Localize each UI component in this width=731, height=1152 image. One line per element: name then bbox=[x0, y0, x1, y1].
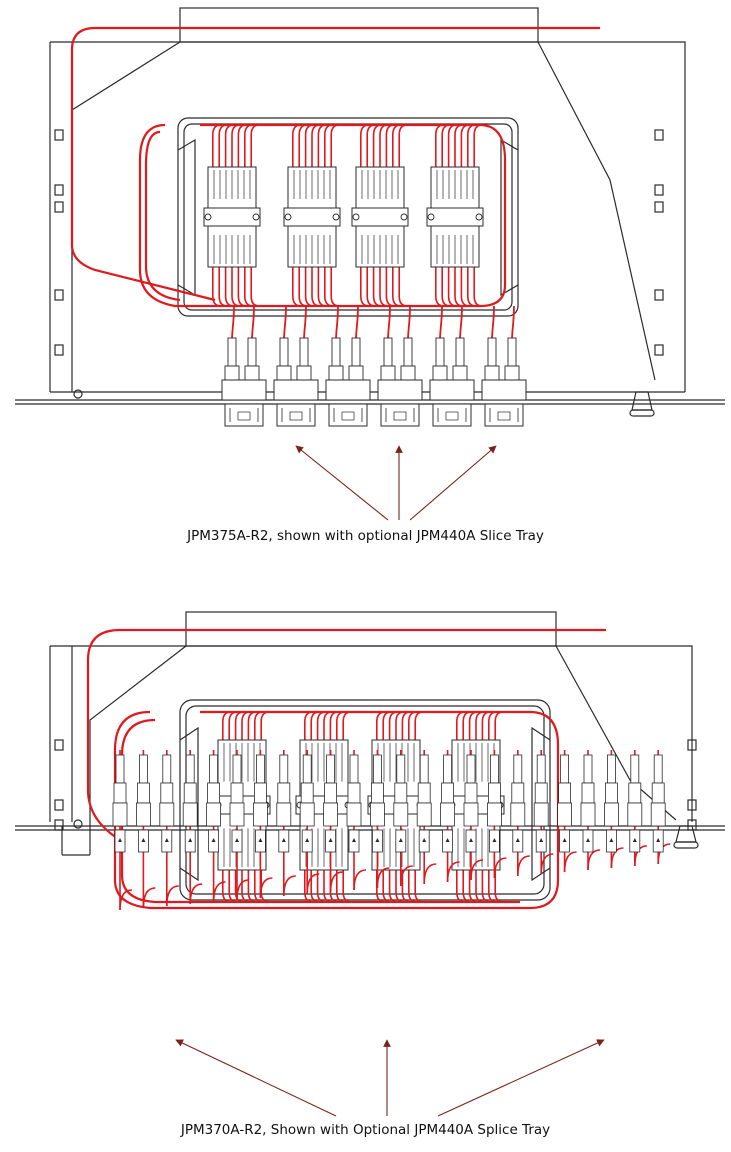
adapter-16 bbox=[463, 750, 484, 881]
adapter-10 bbox=[323, 750, 343, 893]
adapter-22 bbox=[604, 750, 624, 869]
adapter-3 bbox=[159, 750, 179, 907]
adapter-2 bbox=[135, 750, 156, 909]
adapter-1 bbox=[112, 750, 133, 911]
bottom-callout-arrows bbox=[175, 1039, 605, 1117]
adapter-block-1 bbox=[221, 305, 267, 427]
adapter-block-6 bbox=[481, 305, 527, 427]
adapter-23 bbox=[627, 750, 647, 867]
adapter-17 bbox=[486, 750, 507, 879]
adapter-20 bbox=[557, 750, 577, 873]
splice-holder-1 bbox=[203, 124, 261, 307]
bottom-panel-drawing bbox=[15, 611, 725, 1117]
top-adapter-panel bbox=[221, 305, 527, 427]
adapter-12 bbox=[369, 750, 390, 889]
top-splice-holders bbox=[203, 124, 484, 307]
adapter-13 bbox=[393, 750, 413, 887]
adapter-11 bbox=[346, 750, 367, 891]
adapter-6 bbox=[229, 750, 250, 901]
top-panel-drawing bbox=[15, 7, 725, 521]
adapter-14 bbox=[416, 750, 437, 885]
bottom-caption: JPM370A-R2, Shown with Optional JPM440A … bbox=[180, 1122, 551, 1138]
top-callout-arrows bbox=[295, 445, 497, 521]
splice-holder-3 bbox=[351, 124, 409, 307]
adapter-18 bbox=[510, 750, 530, 877]
adapter-4 bbox=[182, 750, 203, 905]
splice-holder-2 bbox=[283, 124, 341, 307]
adapter-9 bbox=[299, 750, 320, 895]
adapter-block-3 bbox=[325, 305, 371, 427]
adapter-5 bbox=[206, 750, 226, 903]
adapter-19 bbox=[533, 750, 554, 875]
adapter-block-5 bbox=[429, 305, 475, 427]
splice-holder-4 bbox=[426, 124, 484, 307]
adapter-block-2 bbox=[273, 305, 319, 427]
bottom-adapter-panel bbox=[112, 750, 671, 911]
adapter-24 bbox=[650, 750, 671, 865]
adapter-block-4 bbox=[377, 305, 423, 427]
top-caption: JPM375A-R2, shown with optional JPM440A … bbox=[187, 528, 544, 544]
adapter-8 bbox=[276, 750, 296, 897]
adapter-7 bbox=[252, 750, 273, 899]
top-fiber-routing bbox=[70, 26, 600, 308]
adapter-15 bbox=[440, 750, 460, 883]
adapter-21 bbox=[580, 750, 601, 871]
